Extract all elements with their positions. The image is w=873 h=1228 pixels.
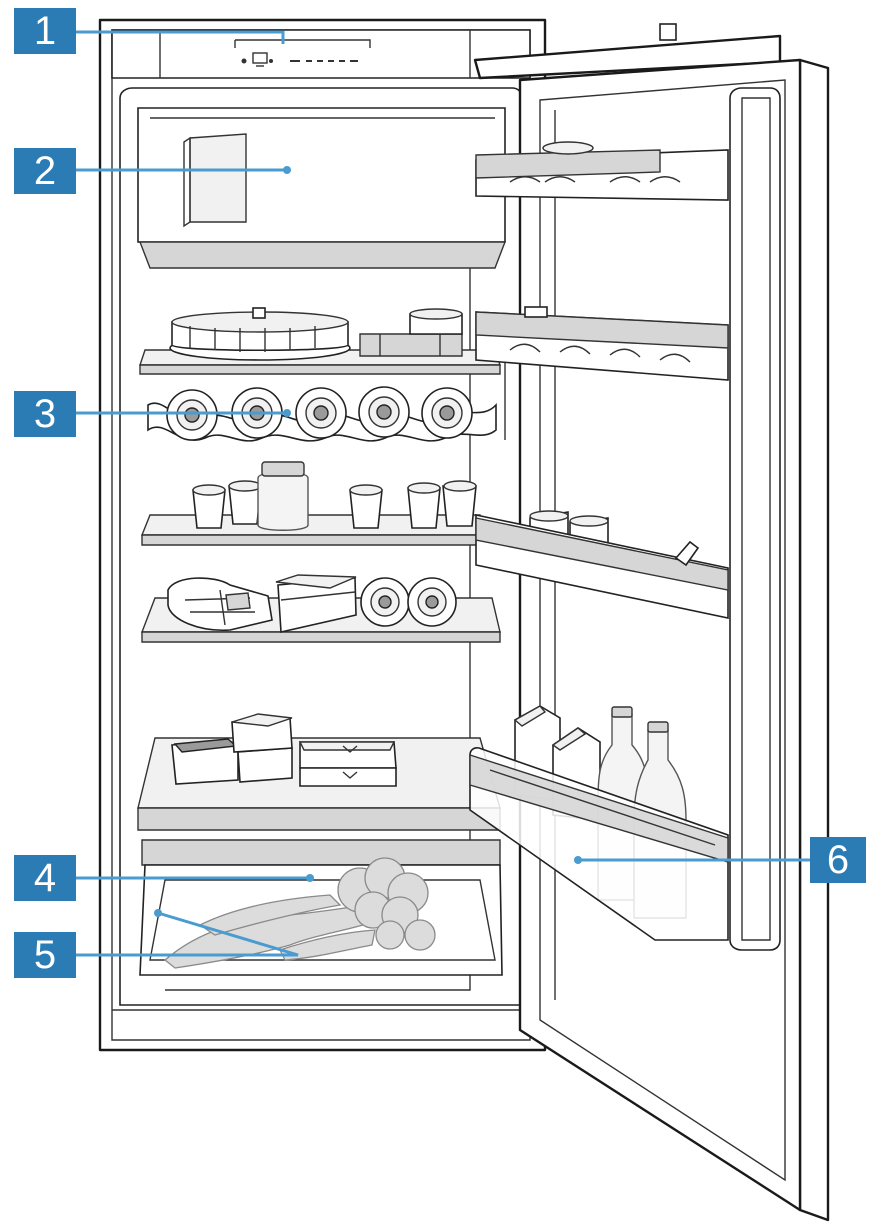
leader-lines	[76, 30, 810, 957]
callout-6-label: 6	[827, 838, 849, 882]
callout-4: 4	[14, 855, 76, 901]
callout-1-box	[14, 8, 76, 54]
yogurt-cups	[192, 480, 477, 529]
cake-dome	[169, 307, 351, 361]
stacked-containers	[171, 713, 293, 785]
callout-3-label: 3	[34, 392, 56, 436]
callout-1: 1	[14, 8, 76, 54]
glass-shelf	[140, 514, 490, 546]
display-icon	[252, 52, 268, 67]
callout-4-box	[14, 855, 76, 901]
callout-5: 5	[14, 932, 76, 978]
vegetables	[163, 857, 436, 969]
glass-jar	[257, 461, 309, 531]
bottle-rack	[147, 386, 497, 442]
callout-6: 6	[810, 837, 866, 883]
callout-2-box	[14, 148, 76, 194]
leader-line-5	[76, 911, 299, 957]
leader-line-1	[76, 30, 285, 44]
callout-4-label: 4	[34, 856, 56, 900]
callout-2: 2	[14, 148, 76, 194]
callout-6-box	[810, 837, 866, 883]
callout-3-box	[14, 391, 76, 437]
callout-3: 3	[14, 391, 76, 437]
wrapped-rolls	[360, 577, 457, 627]
food-container	[275, 574, 357, 633]
butter-dish	[298, 741, 397, 787]
door-shelf	[475, 141, 729, 201]
door-shelf	[475, 510, 729, 619]
freezer-compartment	[137, 107, 507, 269]
callout-5-label: 5	[34, 933, 56, 977]
door-shelf	[469, 747, 729, 941]
storage-containers	[359, 308, 463, 357]
callout-5-box	[14, 932, 76, 978]
callout-1-label: 1	[34, 9, 56, 53]
callout-2-label: 2	[34, 149, 56, 193]
door-shelf	[475, 306, 729, 381]
control-panel	[234, 39, 371, 67]
wrapped-food	[167, 577, 273, 631]
